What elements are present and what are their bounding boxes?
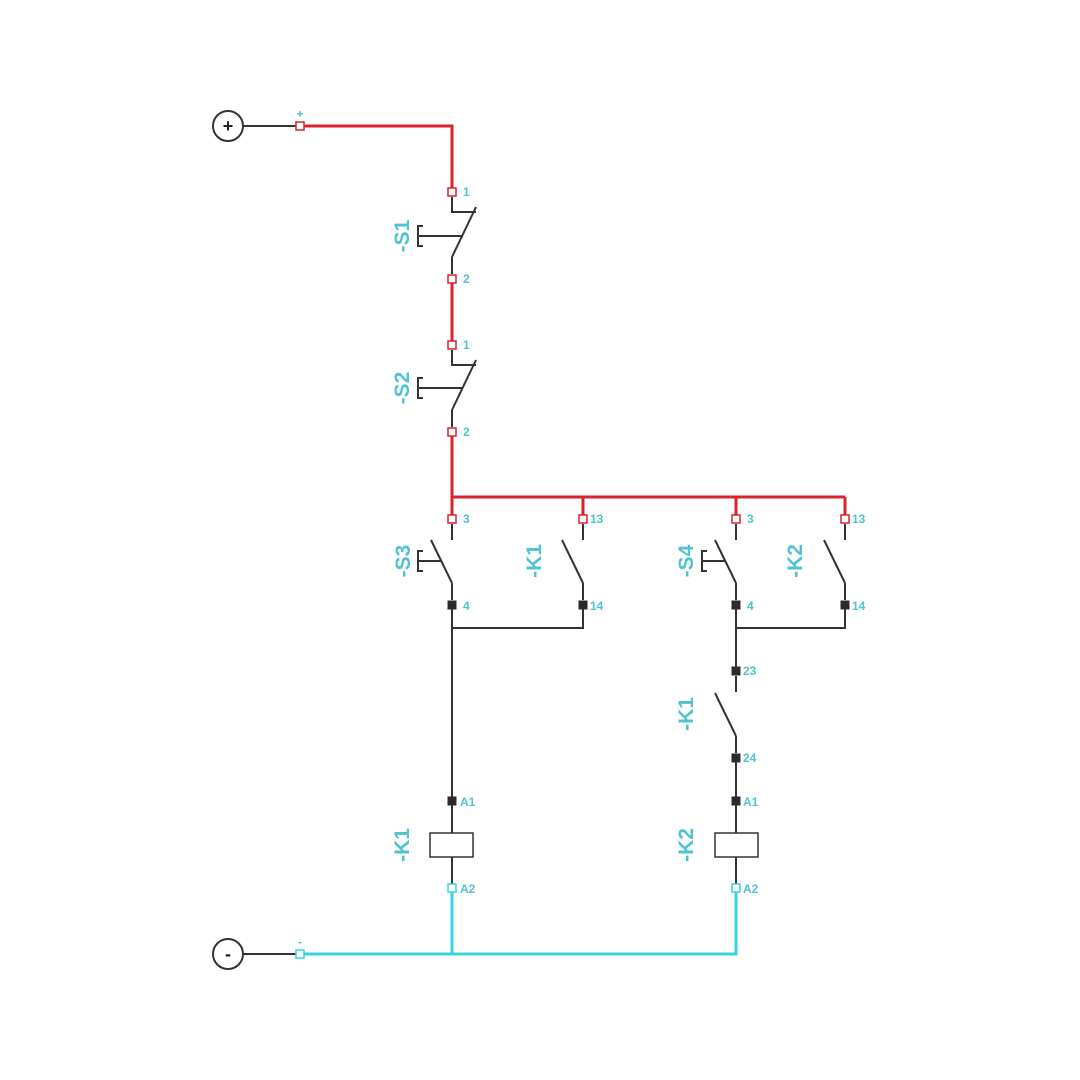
pin-label-s4-out: 4: [747, 599, 754, 613]
terminal-k1-hold-in: [578, 514, 588, 524]
negative-source: -: [212, 938, 244, 970]
device-tag-s2: -S2: [391, 372, 414, 405]
positive-wires: [300, 124, 847, 519]
terminal-k1-coil-a1: [447, 796, 457, 806]
switch-s2: -S2: [391, 350, 477, 427]
pin-label-k1-coil-a1: A1: [460, 795, 476, 809]
terminal-s4-out: [731, 600, 741, 610]
terminal-s1-out: [447, 274, 457, 284]
pin-label-s3-in: 3: [463, 512, 470, 526]
terminal-s2-out: [447, 427, 457, 437]
negative-source-symbol: -: [225, 944, 231, 964]
pin-label-k1-hold-in: 13: [590, 512, 604, 526]
pin-label-k2-coil-a1: A1: [743, 795, 759, 809]
device-tag-k1-interlock: -K1: [675, 697, 698, 731]
terminal-k1-interlock-in: [731, 666, 741, 676]
terminal-positive: [295, 121, 305, 131]
device-tag-k2-coil: -K2: [675, 828, 698, 862]
pin-label-k2-coil-a2: A2: [743, 882, 759, 896]
terminal-s3-in: [447, 514, 457, 524]
pin-label-k1-interlock-out: 24: [743, 751, 757, 765]
control-wires: [243, 125, 846, 955]
pin-label-k1-hold-out: 14: [590, 599, 604, 613]
contact-k2-hold: -K2: [784, 524, 846, 600]
switch-s3: -S3: [392, 524, 453, 600]
coil-k2: -K2: [675, 828, 759, 862]
device-tag-k2-hold: -K2: [784, 544, 807, 578]
pin-label-s4-in: 3: [747, 512, 754, 526]
coil-k1-body: [429, 832, 474, 858]
positive-source-symbol: +: [223, 116, 234, 136]
terminal-negative: [295, 949, 305, 959]
terminal-k1-interlock-out: [731, 753, 741, 763]
pin-label-negative: -: [298, 935, 302, 949]
terminal-k2-hold-out: [840, 600, 850, 610]
pin-label-s1-in: 1: [463, 185, 470, 199]
terminal-k2-coil-a1: [731, 796, 741, 806]
terminal-k1-hold-out: [578, 600, 588, 610]
positive-source: +: [212, 110, 244, 142]
terminals: [295, 121, 850, 959]
negative-source-circle: [212, 938, 244, 970]
device-tag-k1-hold: -K1: [523, 544, 546, 578]
device-tag-k1-coil: -K1: [391, 828, 414, 862]
terminal-k2-coil-a2: [731, 883, 741, 893]
pin-label-k2-hold-in: 13: [852, 512, 866, 526]
pin-label-s3-out: 4: [463, 599, 470, 613]
coil-k2-body: [714, 832, 759, 858]
pin-label-positive: +: [296, 107, 303, 121]
pin-label-k1-interlock-in: 23: [743, 664, 757, 678]
pin-label-s2-in: 1: [463, 338, 470, 352]
terminal-s1-in: [447, 187, 457, 197]
device-tag-s3: -S3: [392, 545, 415, 578]
device-tag-s4: -S4: [675, 544, 698, 577]
pin-label-k2-hold-out: 14: [852, 599, 866, 613]
pin-label-s2-out: 2: [463, 425, 470, 439]
pin-labels: + - 1 2 1 2 3 4 13 14 3 4 13 14 23 24 A1…: [296, 107, 865, 949]
pin-label-k1-coil-a2: A2: [460, 882, 476, 896]
terminal-s2-in: [447, 340, 457, 350]
negative-wires: [300, 888, 738, 956]
contact-k1-interlock: -K1: [675, 676, 737, 753]
terminal-k1-coil-a2: [447, 883, 457, 893]
terminal-s3-out: [447, 600, 457, 610]
terminal-s4-in: [731, 514, 741, 524]
device-tag-s1: -S1: [391, 219, 414, 252]
terminal-k2-hold-in: [840, 514, 850, 524]
switch-s4: -S4: [675, 524, 737, 600]
contact-k1-hold: -K1: [523, 524, 584, 600]
coil-k1: -K1: [391, 828, 474, 862]
positive-source-circle: [212, 110, 244, 142]
pin-label-s1-out: 2: [463, 272, 470, 286]
switch-s1: -S1: [391, 197, 477, 274]
